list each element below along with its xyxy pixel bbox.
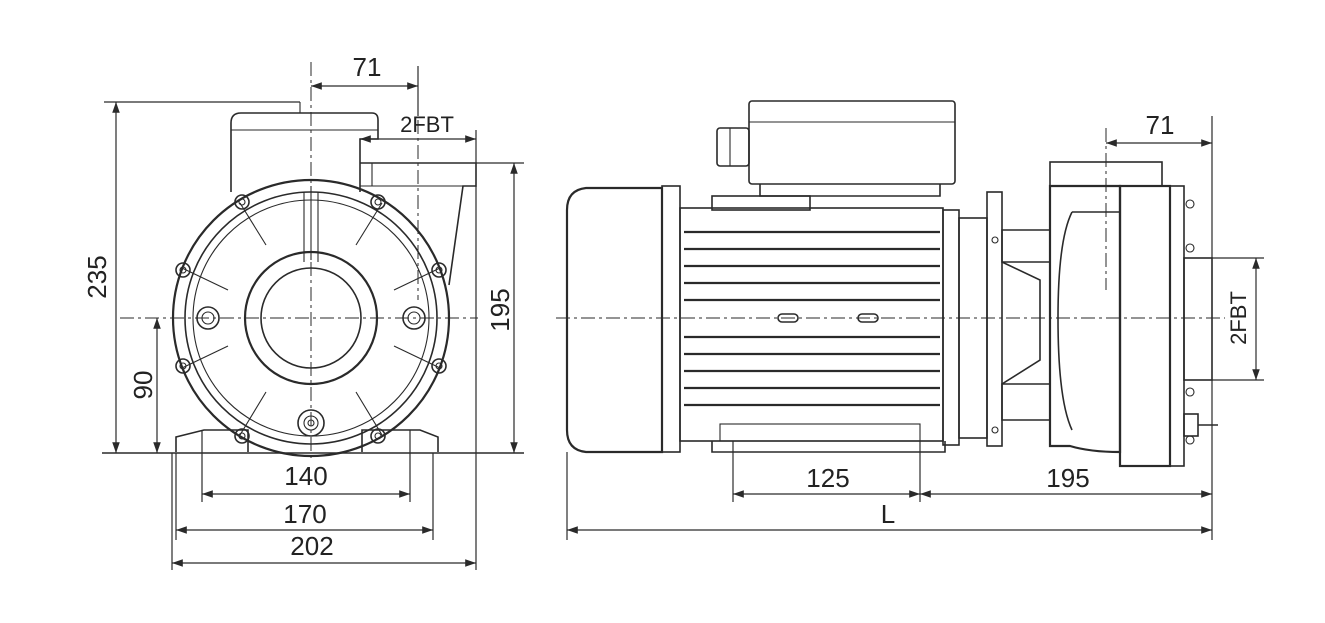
- side-motor-foot: [711, 441, 946, 453]
- side-dim-71: 71: [1146, 110, 1175, 140]
- side-front-flange: [942, 209, 960, 446]
- side-pump-casing: [1048, 184, 1122, 454]
- side-dim-195: 195: [1046, 463, 1089, 493]
- side-dim-2fbt: 2FBT: [1226, 291, 1251, 345]
- side-terminal-box: [748, 100, 956, 185]
- front-dim-195: 195: [485, 288, 515, 331]
- side-adapter-flange: [986, 191, 1003, 447]
- side-fan-cover: [565, 186, 664, 454]
- side-dim-length: L: [881, 499, 895, 529]
- front-dim-170: 170: [283, 499, 326, 529]
- front-dim-202: 202: [290, 531, 333, 561]
- front-foot-left: [175, 429, 249, 452]
- side-cable-gland: [716, 127, 750, 167]
- side-inlet-port: [1183, 257, 1213, 381]
- side-motor-flange-rear: [661, 185, 681, 453]
- front-dim-2fbt: 2FBT: [400, 112, 454, 137]
- front-dim-71: 71: [353, 52, 382, 82]
- side-nameplate-rivet-left: [777, 313, 799, 323]
- side-cooling-fins: [684, 230, 940, 407]
- side-bolts: [991, 199, 1195, 445]
- front-terminal-box: [230, 112, 379, 192]
- front-view: 71 2FBT 235 195 90 140 170 202: [82, 52, 524, 570]
- side-suction-flange: [1118, 184, 1172, 468]
- front-foot-right: [361, 429, 439, 452]
- front-dim-140: 140: [284, 461, 327, 491]
- side-view: 71 2FBT 125 195 L: [556, 100, 1264, 540]
- side-dim-125: 125: [806, 463, 849, 493]
- front-dim-90: 90: [128, 371, 158, 400]
- front-dim-235: 235: [82, 255, 112, 298]
